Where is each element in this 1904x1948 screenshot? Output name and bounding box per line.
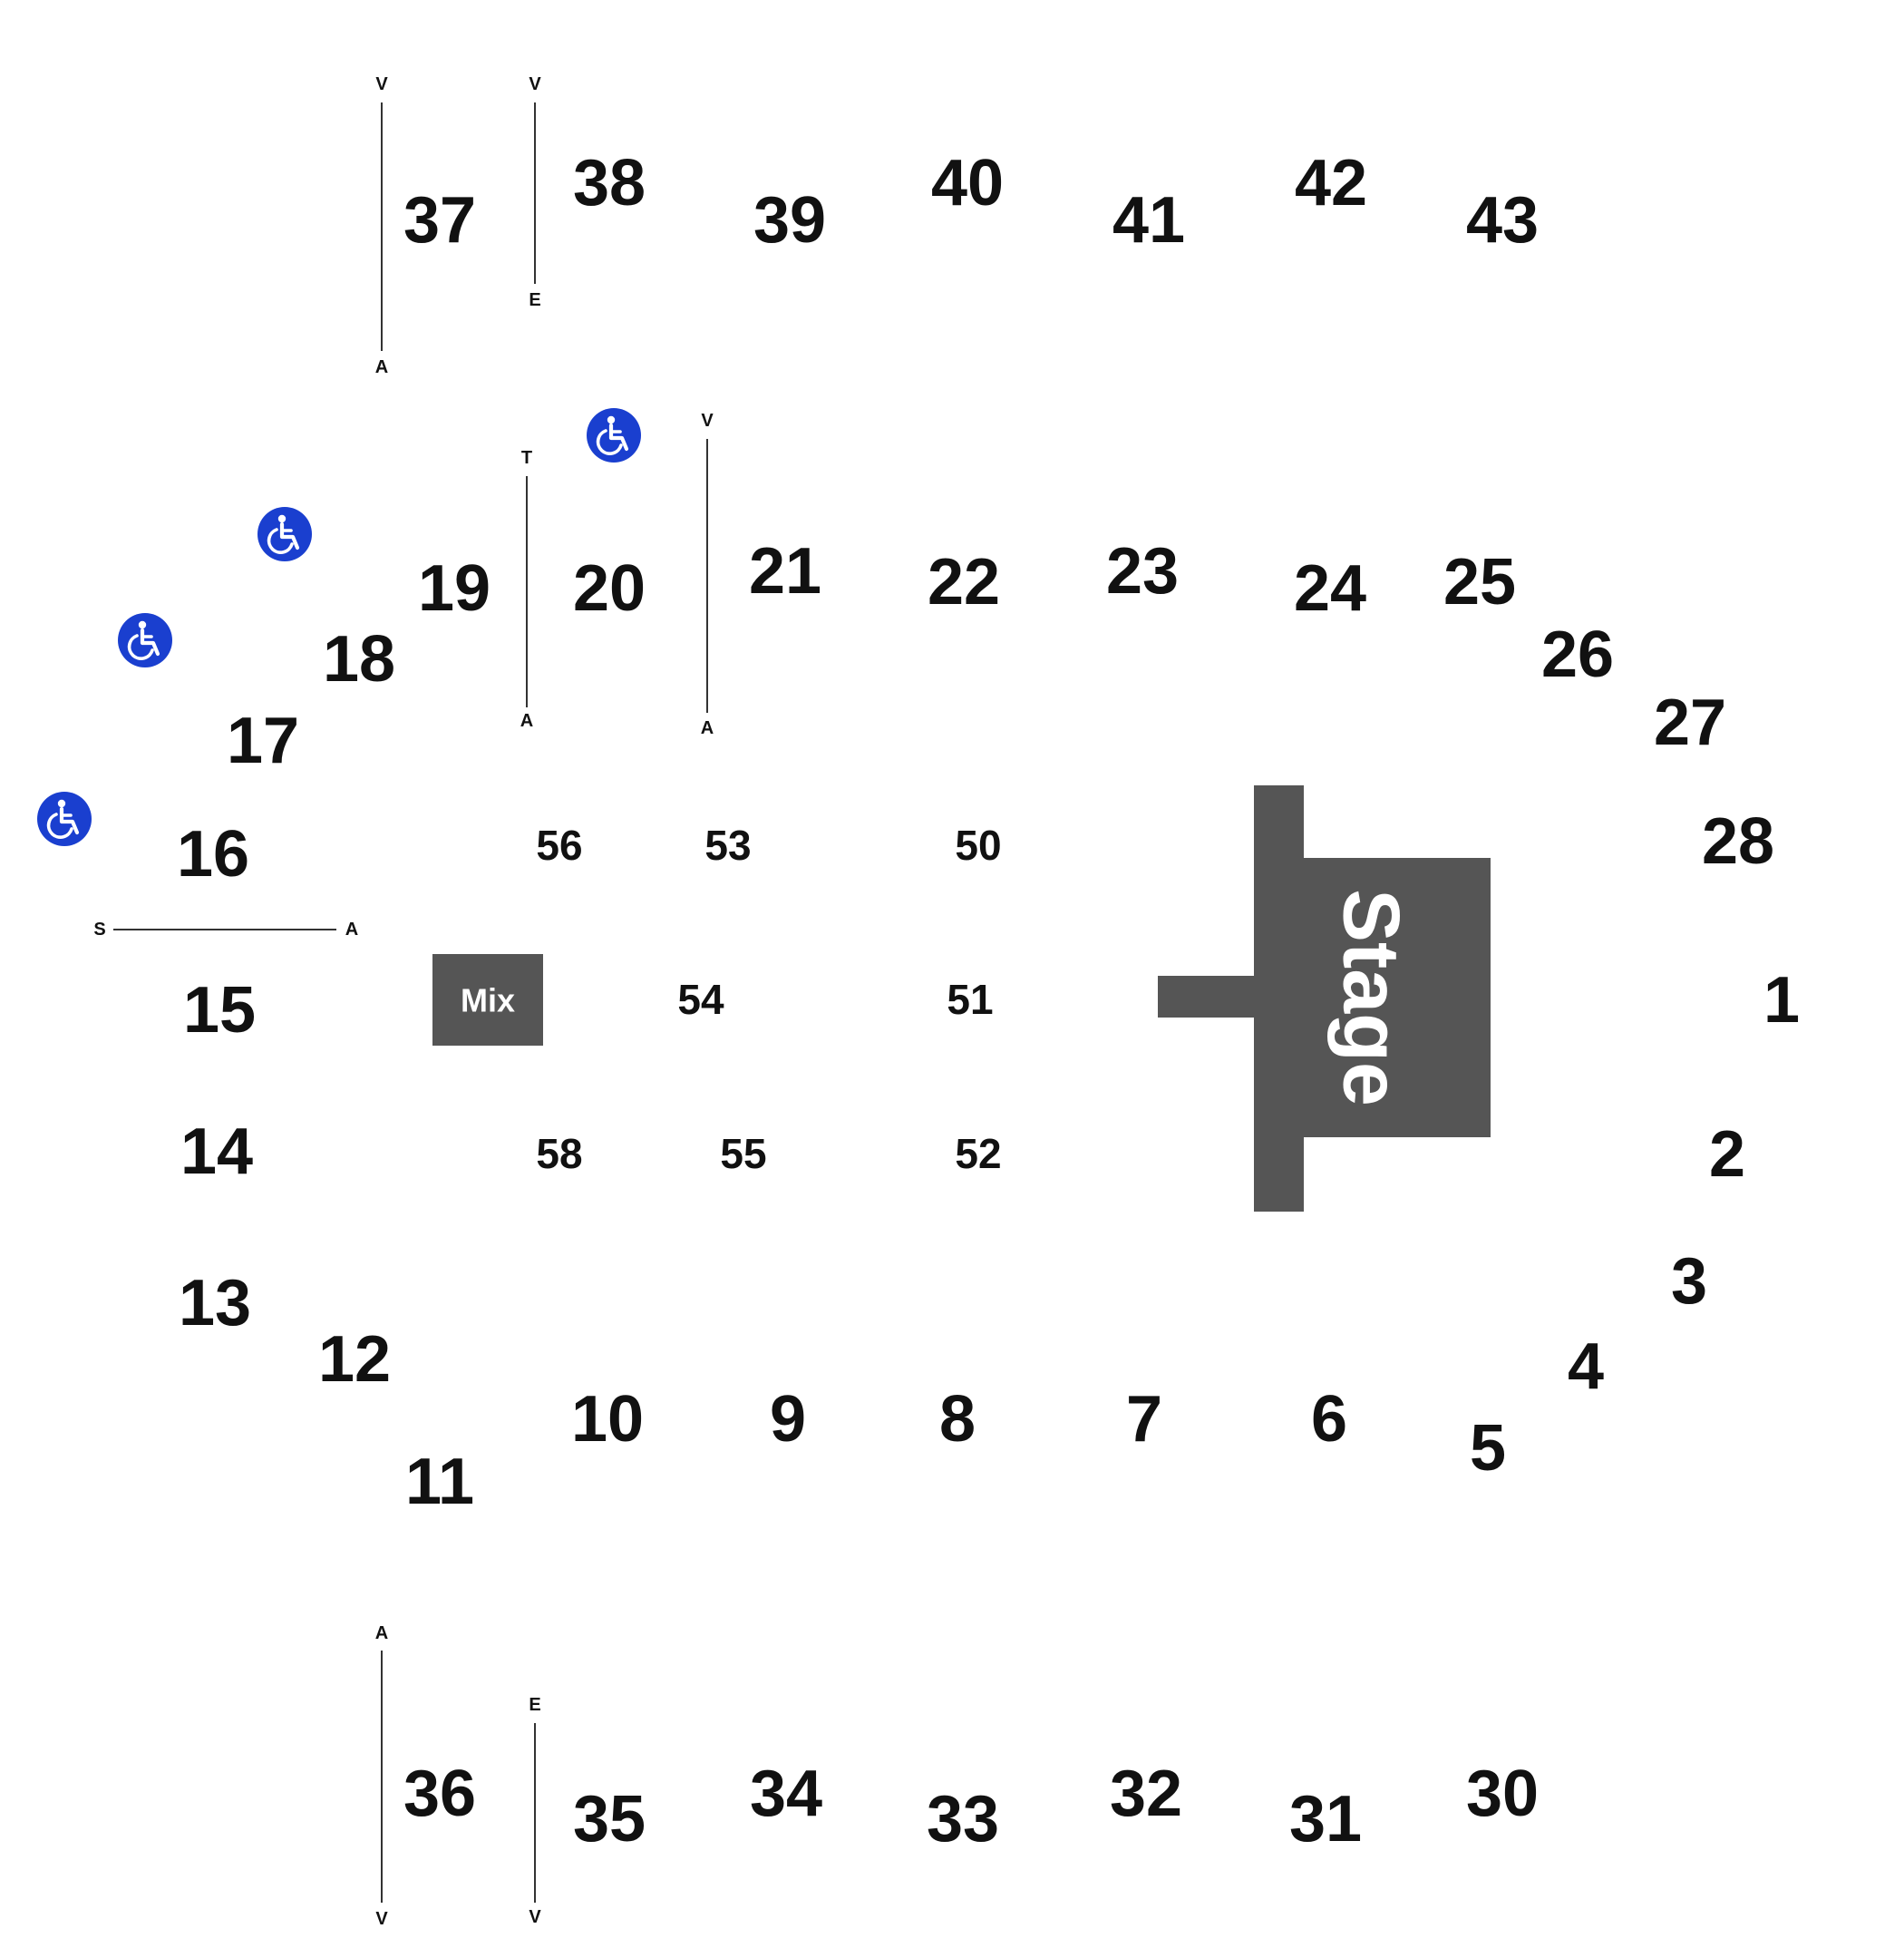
floor-sections: 56 53 50 54 51 58 55 52	[536, 822, 1001, 1177]
row-markers: V A V E T A V A S A A V E V	[93, 74, 714, 1929]
stage: Stage	[1158, 785, 1491, 1212]
section-32[interactable]: 32	[1110, 1758, 1182, 1830]
upper-sections: 37 38 39 40 41 42 43 36 35 34 33 32 31 3…	[403, 147, 1539, 1855]
section-19[interactable]: 19	[418, 552, 491, 625]
section-33[interactable]: 33	[927, 1783, 999, 1855]
wheelchair-icon[interactable]	[37, 792, 92, 846]
section-50[interactable]: 50	[955, 822, 1001, 869]
section-21[interactable]: 21	[749, 535, 821, 608]
wheelchair-icon[interactable]	[587, 408, 641, 463]
row-marker: V	[529, 74, 541, 94]
section-17[interactable]: 17	[227, 705, 299, 777]
mix-position: Mix	[432, 954, 543, 1046]
section-1[interactable]: 1	[1763, 964, 1800, 1037]
wheelchair-icon[interactable]	[257, 507, 312, 561]
section-54[interactable]: 54	[677, 976, 724, 1023]
section-22[interactable]: 22	[928, 546, 1000, 618]
section-27[interactable]: 27	[1654, 687, 1726, 759]
section-53[interactable]: 53	[704, 822, 751, 869]
section-37[interactable]: 37	[403, 184, 476, 257]
section-7[interactable]: 7	[1126, 1383, 1162, 1456]
row-marker: A	[701, 718, 714, 738]
section-3[interactable]: 3	[1671, 1245, 1707, 1318]
section-58[interactable]: 58	[536, 1130, 582, 1177]
row-marker: V	[375, 74, 388, 94]
section-31[interactable]: 31	[1289, 1783, 1362, 1855]
row-range-lines	[113, 102, 708, 1903]
row-marker: V	[375, 1909, 388, 1929]
section-10[interactable]: 10	[571, 1383, 644, 1456]
section-40[interactable]: 40	[931, 147, 1004, 219]
section-42[interactable]: 42	[1295, 147, 1367, 219]
section-16[interactable]: 16	[177, 818, 249, 891]
section-2[interactable]: 2	[1709, 1118, 1745, 1191]
section-41[interactable]: 41	[1112, 184, 1185, 257]
section-34[interactable]: 34	[750, 1758, 822, 1830]
row-marker: V	[701, 411, 714, 431]
section-25[interactable]: 25	[1443, 546, 1516, 618]
section-38[interactable]: 38	[573, 147, 646, 219]
section-18[interactable]: 18	[323, 623, 395, 696]
section-20[interactable]: 20	[573, 552, 646, 625]
section-28[interactable]: 28	[1702, 805, 1774, 878]
section-12[interactable]: 12	[318, 1323, 391, 1396]
section-11[interactable]: 11	[405, 1446, 474, 1518]
row-marker: A	[345, 920, 358, 940]
section-55[interactable]: 55	[720, 1130, 766, 1177]
stage-label: Stage	[1327, 889, 1417, 1106]
row-marker: V	[529, 1907, 541, 1927]
section-24[interactable]: 24	[1294, 552, 1366, 625]
section-39[interactable]: 39	[753, 184, 826, 257]
section-26[interactable]: 26	[1541, 618, 1614, 691]
stage-shape	[1158, 785, 1491, 1212]
row-marker: A	[375, 357, 388, 377]
row-marker: A	[375, 1623, 388, 1643]
section-23[interactable]: 23	[1106, 535, 1179, 608]
section-4[interactable]: 4	[1568, 1330, 1604, 1403]
section-36[interactable]: 36	[403, 1758, 476, 1830]
lower-sections: 19 20 21 22 23 24 25 26 27 28 1 2 3 4 5 …	[177, 535, 1800, 1518]
section-52[interactable]: 52	[955, 1130, 1001, 1177]
row-marker: A	[520, 711, 533, 731]
section-5[interactable]: 5	[1470, 1412, 1506, 1485]
wheelchair-icon[interactable]	[118, 613, 172, 667]
section-35[interactable]: 35	[573, 1783, 646, 1855]
mix-box	[432, 954, 543, 1046]
row-marker: E	[529, 1695, 540, 1715]
row-marker: S	[93, 920, 105, 940]
section-14[interactable]: 14	[180, 1115, 253, 1188]
section-51[interactable]: 51	[947, 976, 993, 1023]
section-43[interactable]: 43	[1466, 184, 1539, 257]
row-marker: T	[521, 448, 532, 468]
section-9[interactable]: 9	[770, 1383, 806, 1456]
section-8[interactable]: 8	[939, 1383, 976, 1456]
section-6[interactable]: 6	[1311, 1383, 1347, 1456]
section-13[interactable]: 13	[179, 1267, 251, 1339]
section-30[interactable]: 30	[1466, 1758, 1539, 1830]
mix-label: Mix	[461, 982, 515, 1019]
section-15[interactable]: 15	[183, 974, 256, 1047]
section-56[interactable]: 56	[536, 822, 582, 869]
row-marker: E	[529, 290, 540, 310]
